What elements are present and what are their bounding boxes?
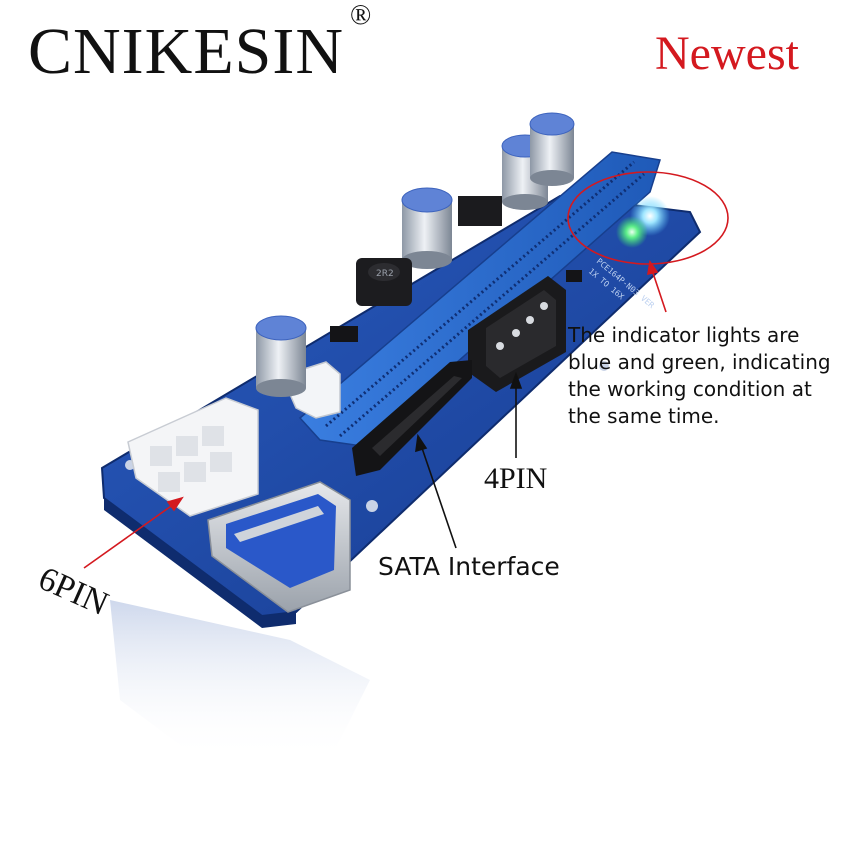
registered-mark: ® (350, 0, 373, 31)
inductor (356, 258, 412, 306)
leader-line-4pin (509, 371, 523, 458)
pcb-board-edge (104, 498, 296, 628)
leader-line-indicator (647, 259, 667, 313)
usb3-port (207, 481, 351, 613)
sata-connector (352, 360, 472, 476)
brand-title: CNIKESIN® (28, 0, 372, 90)
pcie-x16-slot (298, 151, 661, 447)
leader-line-sata (415, 433, 457, 549)
capacitor (529, 112, 575, 186)
mount-hole (599, 361, 609, 371)
mosfet-chip (458, 196, 502, 226)
sata-interface-label: SATA Interface (378, 552, 560, 581)
leader-line-6pin (83, 496, 184, 569)
slot-contact-row (339, 172, 645, 438)
indicator-highlight-ellipse (567, 171, 729, 265)
indicator-lights-callout: The indicator lights are blue and green,… (568, 323, 831, 428)
pcie-6pin-connector (127, 397, 259, 517)
capacitor (255, 315, 307, 397)
capacitor (401, 187, 453, 269)
ic-chip (330, 326, 358, 342)
led-green-glow (616, 216, 648, 248)
brand-name: CNIKESIN (28, 15, 344, 88)
newest-badge: Newest (655, 27, 799, 80)
molex-4pin-connector (468, 276, 566, 392)
four-pin-label: 4PIN (484, 462, 548, 495)
ic-chip (566, 270, 582, 282)
inductor-marking: 2R2 (376, 269, 394, 279)
board-reflection (110, 600, 370, 760)
capacitor (501, 134, 549, 210)
mount-hole (366, 500, 378, 512)
